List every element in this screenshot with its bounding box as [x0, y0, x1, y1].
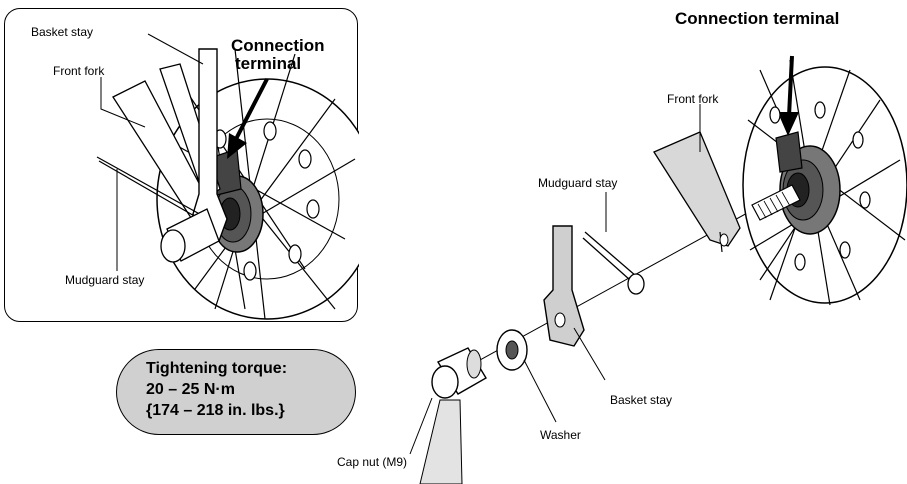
torque-value-nm: 20 – 25 N·m	[146, 381, 235, 398]
hub-assembly	[742, 59, 907, 306]
torque-value-inlbs: {174 – 218 in. lbs.}	[146, 402, 285, 419]
inset-front-fork-label: Front fork	[53, 64, 105, 78]
inset-panel: Basket stay Front fork Connection termin…	[4, 8, 359, 322]
inset-terminal-arrow	[227, 78, 269, 159]
inset-basket-stay-label: Basket stay	[31, 25, 94, 39]
tool-shape	[419, 399, 463, 484]
mudguard-stay-label: Mudguard stay	[538, 176, 618, 190]
basket-stay	[543, 225, 585, 347]
washer-label: Washer	[540, 428, 581, 442]
torque-callout: Tightening torque: 20 – 25 N·m {174 – 21…	[116, 349, 356, 435]
connection-terminal-arrow	[779, 55, 799, 136]
inset-mudguard-stay-label: Mudguard stay	[65, 273, 145, 287]
connection-terminal-label: Connection terminal	[675, 9, 840, 28]
basket-stay-label: Basket stay	[610, 393, 673, 407]
inset-illustration	[96, 33, 359, 320]
inset-leaders	[100, 33, 204, 271]
inset-connection-terminal-label-line2: terminal	[235, 54, 302, 73]
main-leaders	[409, 104, 701, 455]
torque-text: Tightening torque: 20 – 25 N·m {174 – 21…	[146, 358, 287, 421]
basket-stay-hole	[554, 312, 566, 328]
inset-mudguard-stay	[96, 156, 206, 222]
cap-nut	[431, 347, 487, 399]
inset-connection-terminal-label-line1: Connection	[231, 36, 325, 55]
inset-cap-nut	[160, 208, 220, 263]
front-fork-label: Front fork	[667, 92, 719, 106]
torque-title: Tightening torque:	[146, 360, 288, 377]
mudguard-stay	[582, 231, 645, 295]
washer	[496, 329, 528, 371]
front-fork	[653, 131, 741, 253]
cap-nut-label: Cap nut (M9)	[337, 455, 408, 469]
